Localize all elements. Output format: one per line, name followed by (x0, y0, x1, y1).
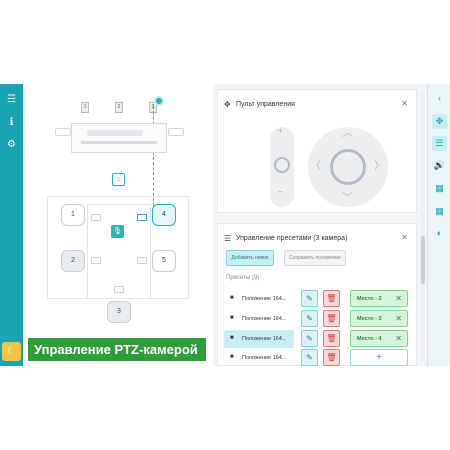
preset-name: Положение 164... (242, 316, 287, 322)
preset-place-chip[interactable]: Место - 3 ✕ (350, 310, 408, 327)
preset-place-label: Место - 4 (357, 336, 382, 342)
control-panel-title: Пульт управления (236, 101, 295, 108)
seat-mic-2 (91, 257, 101, 264)
list-icon[interactable]: ☰ (432, 136, 447, 151)
list-icon: ☰ (224, 234, 232, 243)
remove-place-icon[interactable]: ✕ (395, 314, 402, 323)
seat-mic-1 (91, 214, 101, 221)
arrow-down-icon[interactable]: ﹀ (342, 192, 353, 204)
video-camera-icon: ■ (230, 295, 234, 301)
arrow-up-icon[interactable]: ︿ (342, 127, 353, 139)
right-toolbar: ‹ ✥ ☰ 🔊 ▦ ▦ ◐ (427, 84, 450, 366)
zoom-slider-knob[interactable] (274, 157, 290, 173)
preset-name: Положение 164... (242, 355, 287, 361)
zoom-out-icon[interactable]: – (278, 187, 283, 196)
add-preset-button[interactable]: Добавить новое (226, 250, 274, 266)
close-icon[interactable]: ✕ (401, 99, 408, 108)
camera-1-marker[interactable]: 1 (81, 102, 89, 113)
delete-icon[interactable]: 🗑 (323, 349, 340, 366)
remove-place-icon[interactable]: ✕ (395, 294, 402, 303)
palette-icon[interactable]: ◐ (436, 228, 443, 238)
seat-1[interactable]: 1 (61, 204, 85, 226)
move-icon[interactable]: ✥ (432, 114, 447, 129)
remove-place-icon[interactable]: ✕ (395, 334, 402, 343)
scrollbar-thumb[interactable] (421, 236, 425, 284)
seat-mic-5 (137, 257, 147, 264)
grid-alt-icon[interactable]: ▦ (435, 206, 444, 216)
delete-icon[interactable]: 🗑 (323, 290, 340, 307)
collapse-icon[interactable]: ‹ (438, 93, 441, 103)
preset-name: Положение 164... (242, 296, 287, 302)
seat-3[interactable]: 3 (107, 301, 131, 323)
grid-icon[interactable]: ▦ (435, 183, 444, 193)
camera-view-line (153, 106, 154, 211)
volume-icon[interactable]: 🔊 (433, 160, 446, 170)
delete-icon[interactable]: 🗑 (323, 310, 340, 327)
edit-icon[interactable]: ✎ (301, 310, 318, 327)
video-camera-icon: ■ (230, 335, 234, 341)
seat-5[interactable]: 5 (152, 250, 176, 272)
user-moon-icon[interactable]: ☾ (2, 342, 21, 361)
preset-place-chip[interactable]: Место - 4 ✕ (350, 330, 408, 347)
selection-highlight (224, 330, 294, 348)
seat-2[interactable]: 2 (61, 250, 85, 272)
preset-place-label: Место - 2 (357, 296, 382, 302)
preset-place-chip[interactable]: Место - 2 ✕ (350, 290, 408, 307)
caption-banner: Управление PTZ-камерой (28, 338, 206, 361)
microphone-icon[interactable]: 🎙 (111, 225, 124, 238)
presets-panel: ☰ Управление пресетами (3 камера) ✕ Доба… (217, 223, 417, 366)
arrow-left-icon[interactable]: 〈 (310, 160, 321, 172)
seat-mic-3 (114, 286, 124, 293)
move-icon: ✥ (224, 100, 231, 109)
gear-icon[interactable]: ⚙ (7, 139, 16, 150)
delete-icon[interactable]: 🗑 (323, 330, 340, 347)
active-camera-badge (154, 96, 164, 106)
camera-2-marker[interactable]: 2 (115, 102, 123, 113)
left-sidebar: ☰ ℹ ⚙ ☾ (0, 84, 23, 366)
zoom-in-icon[interactable]: + (278, 126, 283, 135)
screen-board (71, 123, 167, 153)
presets-panel-title: Управление пресетами (3 камера) (236, 235, 348, 242)
video-camera-icon: ■ (230, 315, 234, 321)
close-icon[interactable]: ✕ (401, 233, 408, 242)
menu-icon[interactable]: ☰ (7, 94, 16, 105)
scrollbar-track[interactable] (421, 92, 425, 362)
board-side-left (55, 128, 71, 136)
video-camera-icon: ■ (230, 354, 234, 360)
presets-count: Пресеты (9) (226, 275, 260, 281)
preset-row[interactable]: ■ Положение 164... ✎ 🗑 Место - 2 ✕ (218, 290, 408, 308)
preset-row-selected[interactable]: ■ Положение 164... ✎ 🗑 Место - 4 ✕ (218, 330, 408, 348)
board-bar (87, 130, 143, 136)
control-panel: ✥ Пульт управления ✕ + – ︿ ﹀ 〈 〉 (217, 89, 417, 213)
preset-name: Положение 164... (242, 336, 287, 342)
room-layout-canvas: 1 2 3 ⌂ 🎙 1 4 2 5 3 (23, 84, 213, 366)
preset-place-label: Место - 3 (357, 316, 382, 322)
edit-icon[interactable]: ✎ (301, 290, 318, 307)
preset-row[interactable]: ■ Положение 164... ✎ 🗑 Место - 3 ✕ (218, 310, 408, 328)
direction-pad-center[interactable] (330, 149, 366, 185)
seat-mic-4 (137, 214, 147, 221)
save-position-button[interactable]: Сохранить положение (284, 250, 346, 266)
edit-icon[interactable]: ✎ (301, 349, 318, 366)
edit-icon[interactable]: ✎ (301, 330, 318, 347)
board-side-right (168, 128, 184, 136)
board-line (81, 141, 157, 144)
info-icon[interactable]: ℹ (9, 117, 14, 128)
seat-4[interactable]: 4 (152, 204, 176, 226)
meeting-table (87, 204, 151, 299)
preset-row[interactable]: ■ Положение 164... ✎ 🗑 + (218, 349, 408, 367)
arrow-right-icon[interactable]: 〉 (374, 160, 385, 172)
add-place-button[interactable]: + (350, 349, 408, 366)
home-icon[interactable]: ⌂ (112, 173, 125, 186)
